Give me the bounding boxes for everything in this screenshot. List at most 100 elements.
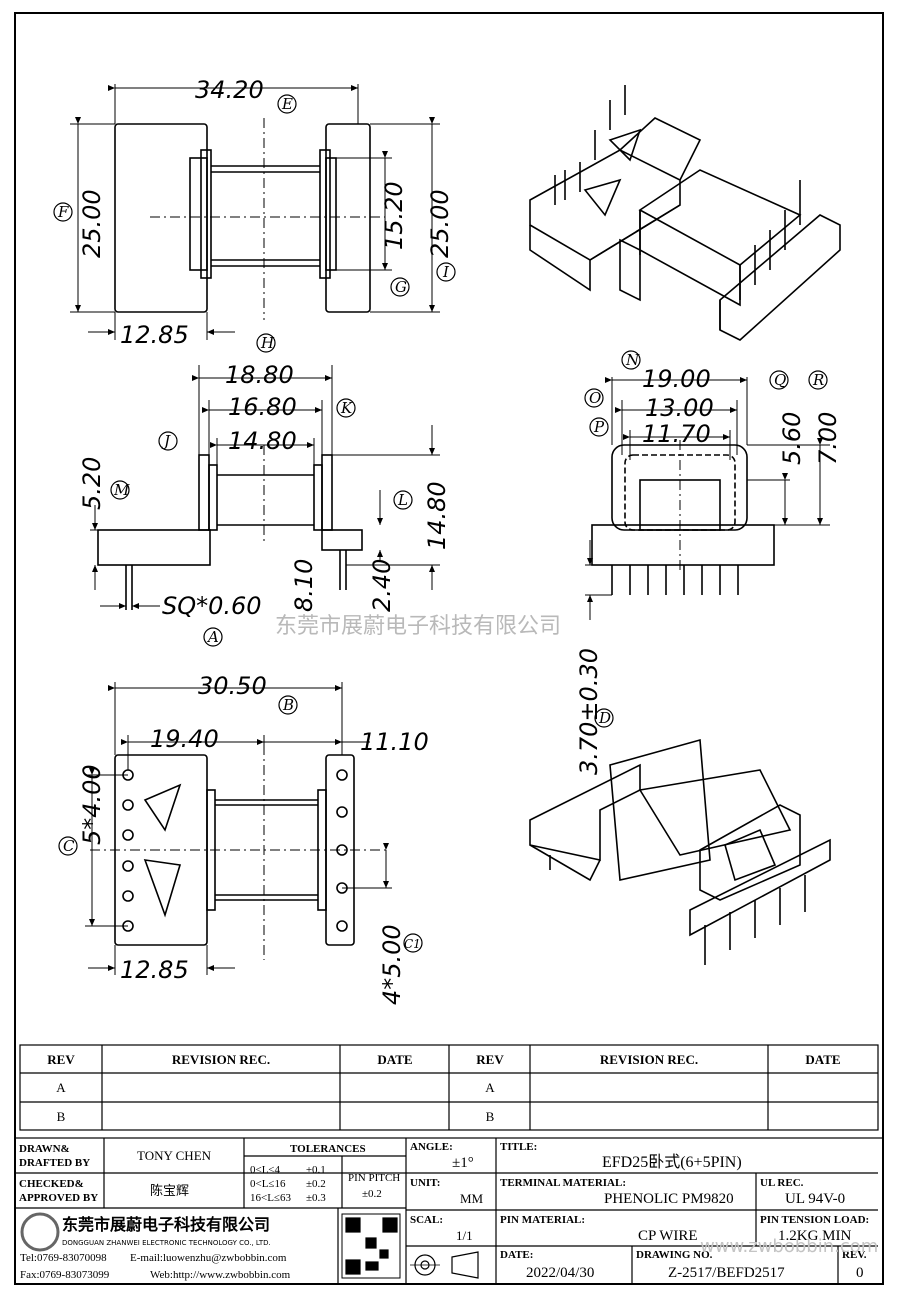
dim-right-h1: 5.60 bbox=[778, 412, 806, 465]
rev-header-2: REVISION REC. bbox=[172, 1052, 270, 1067]
drawn-label: DRAWN& bbox=[19, 1143, 70, 1155]
dim-bot-w1: 19.40 bbox=[150, 725, 219, 753]
dim-bot-bottom: 12.85 bbox=[120, 956, 189, 984]
tol-range-1: 0<L≤4 bbox=[250, 1164, 280, 1176]
iso-view-top bbox=[529, 85, 841, 341]
dim-top-width: 34.20 bbox=[195, 76, 264, 104]
rev-header-3: DATE bbox=[377, 1052, 412, 1067]
marker-a: A bbox=[206, 628, 219, 646]
dim-top-inner: 15.20 bbox=[380, 181, 408, 250]
dim-bot-w2: 11.10 bbox=[360, 728, 429, 756]
dim-pin-sq: SQ*0.60 bbox=[162, 592, 262, 620]
marker-labels bbox=[53, 94, 828, 953]
watermark-url: www.zwbobbin.com bbox=[700, 1236, 878, 1257]
checked-value: 陈宝辉 bbox=[150, 1183, 189, 1198]
dim-top-bottom: 12.85 bbox=[120, 321, 189, 349]
dim-bot-pitch-left: 5*4.00 bbox=[78, 764, 106, 845]
pin-material-label: PIN MATERIAL: bbox=[500, 1214, 585, 1226]
title-label: TITLE: bbox=[500, 1141, 537, 1153]
marker-letters: E F G I H J K M L A N O P Q R D B C C1 bbox=[57, 95, 824, 951]
tolerances-label: TOLERANCES bbox=[290, 1143, 366, 1155]
watermark-company: 东莞市展蔚电子科技有限公司 bbox=[275, 614, 561, 639]
drawn-value: TONY CHEN bbox=[137, 1148, 212, 1163]
dim-mid-v1: 8.10 bbox=[290, 559, 318, 612]
marker-n: N bbox=[625, 351, 640, 369]
marker-g: G bbox=[395, 278, 407, 296]
title-value: EFD25卧式(6+5PIN) bbox=[602, 1153, 742, 1171]
tol-value-2: ±0.2 bbox=[306, 1178, 326, 1190]
top-view bbox=[70, 84, 440, 340]
rev-value: 0 bbox=[856, 1265, 864, 1281]
marker-d: D bbox=[598, 709, 611, 727]
terminal-label: TERMINAL MATERIAL: bbox=[500, 1177, 626, 1189]
marker-b: B bbox=[282, 696, 294, 714]
dim-bot-w: 30.50 bbox=[198, 672, 267, 700]
fax: Fax:0769-83073099 bbox=[20, 1269, 110, 1281]
dim-mid-w3: 14.80 bbox=[228, 427, 297, 455]
rev-header-1: REV bbox=[47, 1052, 75, 1067]
tension-label: PIN TENSION LOAD: bbox=[760, 1214, 869, 1226]
dim-right-w3: 11.70 bbox=[642, 420, 711, 448]
revision-text: REV REVISION REC. DATE REV REVISION REC.… bbox=[47, 1052, 840, 1124]
ul-label: UL REC. bbox=[760, 1177, 804, 1189]
unit-value: MM bbox=[460, 1191, 484, 1206]
side-view bbox=[90, 365, 440, 610]
rev-header-6: DATE bbox=[805, 1052, 840, 1067]
dim-right-h2: 7.00 bbox=[814, 412, 842, 465]
bottom-view bbox=[85, 682, 392, 975]
drawing-value: Z-2517/BEFD2517 bbox=[668, 1265, 785, 1281]
date-label: DATE: bbox=[500, 1249, 533, 1261]
tol-value-3: ±0.3 bbox=[306, 1192, 326, 1204]
terminal-value: PHENOLIC PM9820 bbox=[604, 1191, 734, 1207]
marker-j: J bbox=[161, 432, 171, 450]
marker-c1: C1 bbox=[404, 937, 421, 951]
scale-label: SCAL: bbox=[410, 1214, 443, 1226]
dim-mid-v2: 2.40 bbox=[368, 559, 396, 612]
marker-e: E bbox=[281, 95, 293, 113]
drawn-label-2: DRAFTED BY bbox=[19, 1157, 90, 1169]
angle-label: ANGLE: bbox=[410, 1141, 453, 1153]
marker-c: C bbox=[63, 837, 75, 855]
marker-q: Q bbox=[774, 371, 786, 389]
checked-label: CHECKED& bbox=[19, 1178, 84, 1190]
pin-pitch-value: ±0.2 bbox=[362, 1188, 382, 1200]
marker-k: K bbox=[340, 399, 353, 417]
dim-mid-height: 14.80 bbox=[423, 481, 451, 550]
marker-h: H bbox=[260, 334, 275, 352]
tension-value: 1.2KG MIN bbox=[778, 1228, 851, 1244]
front-view bbox=[585, 377, 830, 620]
drawing-label: DRAWING NO. bbox=[636, 1249, 713, 1261]
date-value: 2022/04/30 bbox=[526, 1265, 594, 1281]
iso-view-bottom bbox=[529, 738, 831, 965]
rev-header-5: REVISION REC. bbox=[600, 1052, 698, 1067]
tol-value-1: ±0.1 bbox=[306, 1164, 326, 1176]
dim-top-height-right: 25.00 bbox=[426, 189, 454, 258]
angle-value: ±1° bbox=[452, 1155, 474, 1171]
rev-label: REV. bbox=[842, 1249, 867, 1261]
dim-mid-w2: 16.80 bbox=[228, 393, 297, 421]
marker-i: I bbox=[442, 263, 450, 281]
marker-m: M bbox=[113, 481, 130, 499]
email: E-mail:luowenzhu@zwbobbin.com bbox=[130, 1252, 287, 1264]
pin-pitch-label: PIN PITCH bbox=[348, 1172, 400, 1184]
marker-r: R bbox=[812, 371, 824, 389]
tel: Tel:0769-83070098 bbox=[20, 1252, 107, 1264]
company-en: DONGGUAN ZHANWEI ELECTRONIC TECHNOLOGY C… bbox=[62, 1239, 271, 1247]
rev-header-4: REV bbox=[476, 1052, 504, 1067]
pin-material-value: CP WIRE bbox=[638, 1228, 698, 1244]
web: Web:http://www.zwbobbin.com bbox=[150, 1269, 291, 1281]
marker-o: O bbox=[589, 389, 601, 407]
checked-label-2: APPROVED BY bbox=[19, 1192, 98, 1204]
unit-label: UNIT: bbox=[410, 1177, 440, 1189]
tol-range-2: 0<L≤16 bbox=[250, 1178, 286, 1190]
rev-row-b-left: B bbox=[57, 1109, 66, 1124]
dim-top-height-left: 25.00 bbox=[78, 189, 106, 258]
marker-f: F bbox=[57, 203, 69, 221]
dim-right-w1: 19.00 bbox=[642, 365, 711, 393]
marker-l: L bbox=[397, 491, 408, 509]
rev-row-a-left: A bbox=[56, 1080, 66, 1095]
tol-range-3: 16<L≤63 bbox=[250, 1192, 291, 1204]
revision-table bbox=[19, 1044, 879, 1131]
rev-row-b-right: B bbox=[486, 1109, 495, 1124]
